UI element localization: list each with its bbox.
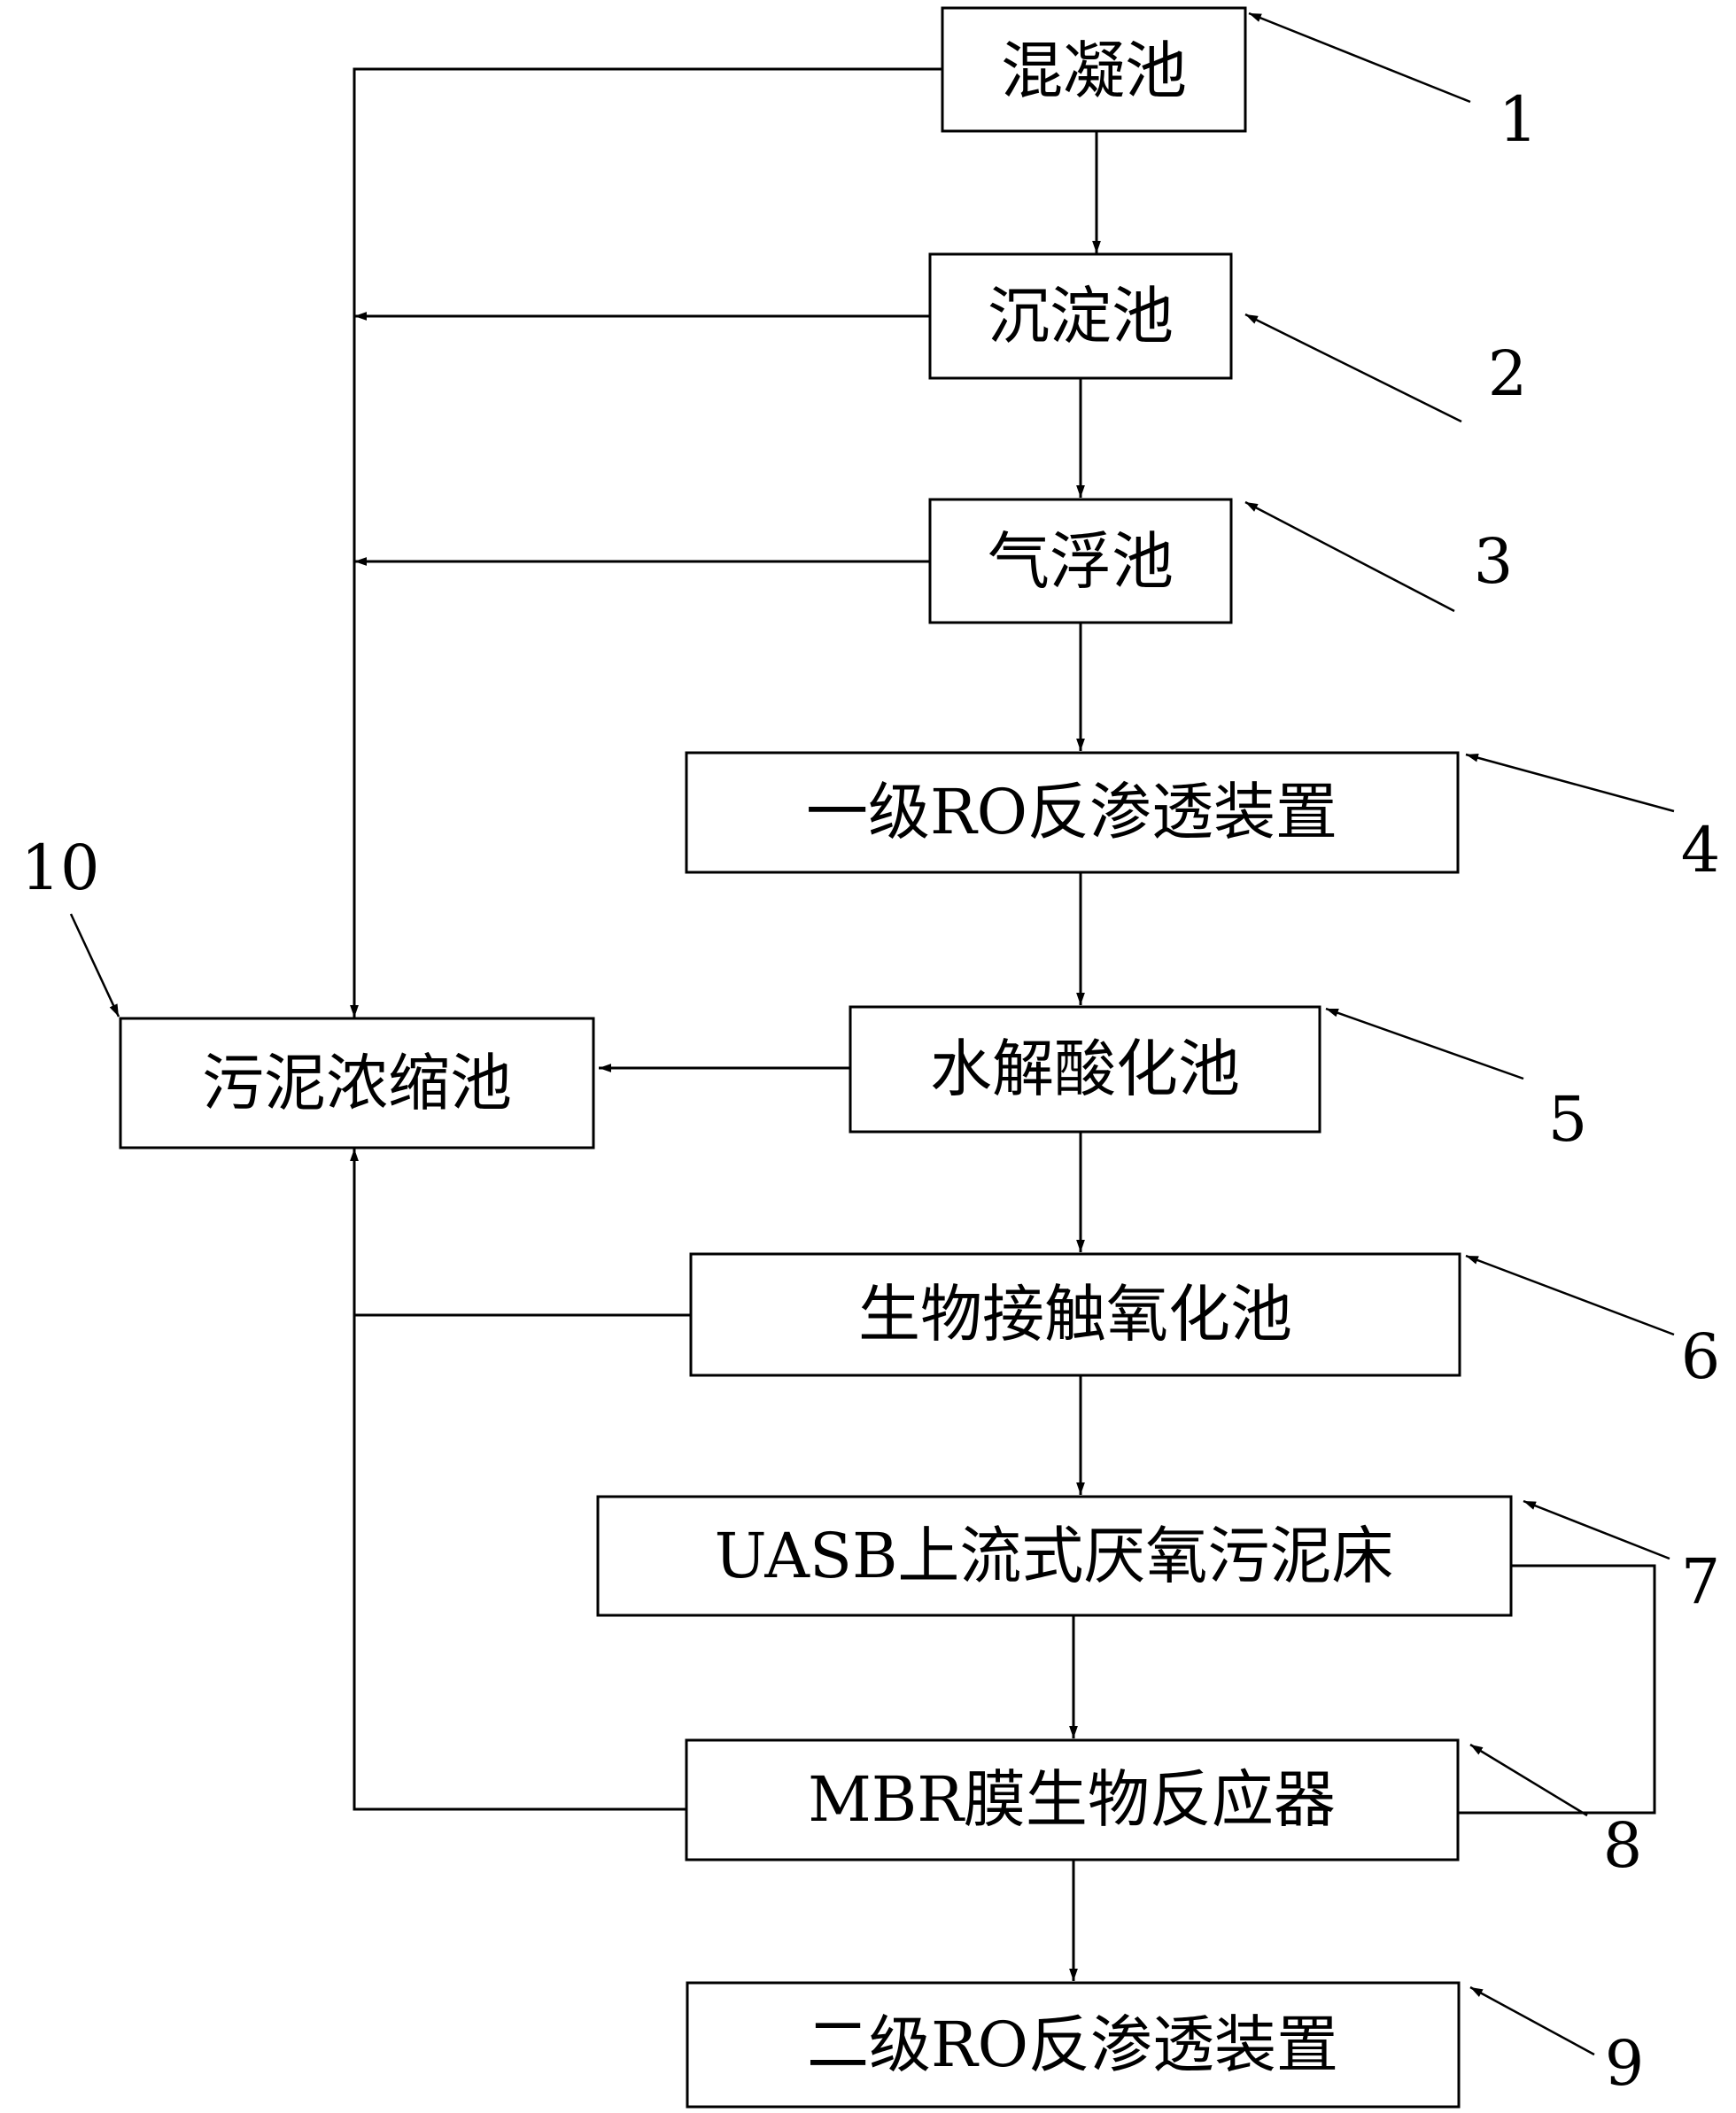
- box-air-flotation-tank: 气浮池: [928, 498, 1233, 624]
- leader-5: [1325, 1007, 1524, 1080]
- ref-number-8: 8: [1603, 1809, 1643, 1882]
- ref-number-4: 4: [1681, 814, 1721, 886]
- leader-8: [1469, 1743, 1588, 1817]
- box-label: 二级RO反渗透装置: [807, 2009, 1338, 2081]
- ref-number-5: 5: [1548, 1083, 1588, 1156]
- box-label: 沉淀池: [988, 280, 1174, 352]
- sludge-line-from-1: [350, 67, 942, 1018]
- reference-numbers: 1 2 3 4 5 6 7 8 9 10: [20, 83, 1720, 2100]
- ref-number-10: 10: [20, 832, 99, 904]
- ref-number-6: 6: [1681, 1320, 1721, 1393]
- leader-lines: [69, 12, 1675, 2056]
- box-bio-contact-oxidation-tank: 生物接触氧化池: [689, 1252, 1461, 1377]
- box-sludge-thickening-tank: 污泥浓缩池: [119, 1017, 595, 1149]
- leader-10: [69, 913, 120, 1018]
- box-label: 污泥浓缩池: [202, 1047, 512, 1119]
- box-primary-ro-device: 一级RO反渗透装置: [685, 751, 1460, 874]
- box-label: 水解酸化池: [930, 1033, 1240, 1105]
- leader-7: [1523, 1499, 1670, 1560]
- ref-number-2: 2: [1488, 337, 1528, 410]
- leader-3: [1244, 500, 1455, 613]
- box-label: MBR膜生物反应器: [808, 1763, 1336, 1836]
- box-label: 气浮池: [988, 525, 1174, 598]
- leader-2: [1244, 313, 1462, 423]
- leader-1: [1248, 12, 1471, 104]
- sludge-lines: [350, 67, 1656, 1815]
- ref-number-3: 3: [1474, 525, 1514, 598]
- box-label: 生物接触氧化池: [858, 1278, 1292, 1351]
- box-hydrolysis-acidification-tank: 水解酸化池: [849, 1005, 1321, 1134]
- leader-4: [1465, 753, 1675, 813]
- box-secondary-ro-device: 二级RO反渗透装置: [686, 1981, 1461, 2109]
- box-uasb-reactor: UASB上流式厌氧污泥床: [596, 1495, 1513, 1617]
- main-flow-arrows: [1069, 131, 1101, 1981]
- leader-9: [1469, 1985, 1595, 2056]
- box-coagulation-tank: 混凝池: [941, 6, 1247, 133]
- sludge-line-from-8: [350, 1149, 686, 1811]
- leader-6: [1465, 1254, 1675, 1336]
- ref-number-7: 7: [1681, 1545, 1721, 1618]
- box-label: UASB上流式厌氧污泥床: [715, 1520, 1394, 1592]
- box-label: 一级RO反渗透装置: [806, 776, 1337, 848]
- ref-number-9: 9: [1605, 2027, 1645, 2100]
- box-label: 混凝池: [1001, 35, 1187, 107]
- ref-number-1: 1: [1499, 83, 1538, 156]
- box-mbr-reactor: MBR膜生物反应器: [685, 1738, 1460, 1861]
- box-sedimentation-tank: 沉淀池: [928, 252, 1233, 380]
- loop-7-8: [1458, 1564, 1656, 1815]
